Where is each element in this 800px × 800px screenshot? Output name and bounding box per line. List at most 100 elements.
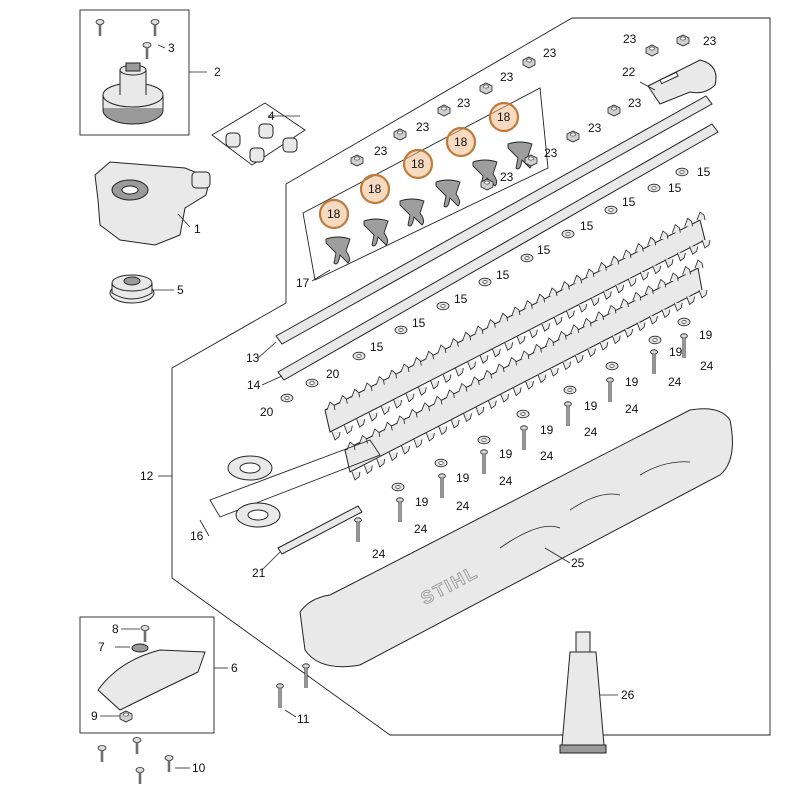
callout-18: 18 (497, 110, 511, 124)
blade-tooth (412, 357, 422, 366)
callout-23: 23 (500, 70, 514, 84)
callout-15: 15 (412, 316, 426, 330)
callout-15: 15 (668, 181, 682, 195)
blade-tooth (549, 367, 559, 377)
bushings-part-icon (211, 102, 306, 166)
callout-15: 15 (697, 165, 711, 179)
blade-tooth (620, 298, 629, 308)
cover-box (79, 616, 215, 734)
callout-7: 7 (98, 640, 105, 654)
blade-tooth (639, 271, 649, 281)
blade-tooth (602, 291, 612, 300)
bolt-icon (353, 516, 363, 544)
callout-15: 15 (537, 243, 551, 257)
blade-tooth (533, 343, 542, 353)
blade-tooth (463, 413, 472, 423)
cutter-blade-upper-icon (324, 219, 706, 433)
callout-5: 5 (177, 283, 184, 297)
blade-tooth (356, 419, 366, 428)
callout-19: 19 (456, 471, 470, 485)
callout-24: 24 (456, 499, 470, 513)
callout-24: 24 (499, 474, 513, 488)
blade-tooth (491, 348, 501, 358)
callout-24: 24 (625, 402, 639, 416)
blade-tooth (536, 293, 546, 303)
blade-tooth (483, 369, 493, 379)
blade-tooth (607, 304, 617, 314)
callout-23: 23 (623, 32, 637, 46)
washer-icon (305, 378, 319, 388)
callout-23: 23 (703, 34, 717, 48)
callout-19: 19 (699, 328, 713, 342)
blade-tooth (578, 303, 588, 313)
blade-tooth (624, 328, 634, 338)
washer-icon (675, 167, 689, 177)
blade-tooth (438, 426, 448, 436)
guide-rail-icon (275, 95, 719, 381)
blade-tooth (495, 363, 505, 373)
blade-tooth (657, 278, 667, 288)
blade-tooth (486, 319, 496, 328)
blade-tooth (574, 354, 584, 364)
blade-tooth (587, 348, 596, 358)
callout-18: 18 (454, 135, 468, 149)
callout-23: 23 (543, 46, 557, 60)
blade-tooth (401, 445, 410, 455)
blade-tooth (573, 274, 583, 284)
blade-tooth (664, 259, 674, 268)
cover-part-icon (97, 624, 206, 723)
blade-tooth (615, 284, 625, 294)
washer-icon (604, 205, 618, 215)
blade-tooth (652, 265, 662, 275)
blade-tooth (627, 278, 637, 288)
gear-housing-icon (94, 161, 211, 246)
blade-tooth (400, 363, 410, 373)
blade-tooth (647, 236, 657, 246)
callout-13: 13 (246, 351, 260, 365)
blade-tooth (442, 374, 452, 384)
blade-tooth (417, 387, 427, 396)
blade-tooth (659, 230, 669, 240)
blade-tooth (610, 255, 620, 265)
blade-tooth (338, 395, 348, 404)
blade-guard-icon: STIHL (299, 408, 733, 668)
blade-tooth (474, 325, 484, 335)
blade-tooth (450, 419, 460, 429)
blade-tooth (343, 425, 353, 435)
callout-20: 20 (260, 405, 274, 419)
strip-part-icon (277, 505, 363, 555)
callout-10: 10 (192, 761, 206, 775)
blade-tooth (528, 329, 538, 339)
blade-tooth (634, 243, 644, 252)
bolt-icon (437, 472, 447, 500)
callout-15: 15 (580, 219, 594, 233)
blade-teeth (326, 211, 711, 481)
bolt-icon (563, 400, 573, 428)
blade-tooth (388, 369, 398, 379)
bolt-icon (479, 448, 489, 476)
callout-15: 15 (622, 195, 636, 209)
washer-icon (516, 409, 530, 419)
blade-tooth (405, 393, 415, 403)
blade-tooth (364, 465, 373, 475)
grease-tube-icon (559, 631, 607, 754)
blade-tooth (595, 311, 604, 321)
blade-tooth (684, 217, 694, 227)
callout-21: 21 (252, 566, 266, 580)
blade-tooth (500, 393, 510, 403)
callout-19: 19 (415, 495, 429, 509)
blade-tooth (363, 382, 373, 392)
callout-23: 23 (374, 144, 388, 158)
blade-tooth (326, 401, 336, 411)
blade-tooth (553, 316, 563, 326)
callout-labels: 1 2 3 4 5 6 7 8 9 10 11 12 13 14 15 15 1… (91, 32, 717, 775)
blade-tooth (487, 400, 497, 410)
callout-17: 17 (296, 276, 310, 290)
blade-tooth (504, 342, 514, 352)
blade-tooth (671, 224, 681, 233)
blade-tooth (698, 289, 708, 299)
callout-23: 23 (416, 120, 430, 134)
blade-tooth (511, 306, 521, 316)
blade-tooth (686, 296, 695, 306)
